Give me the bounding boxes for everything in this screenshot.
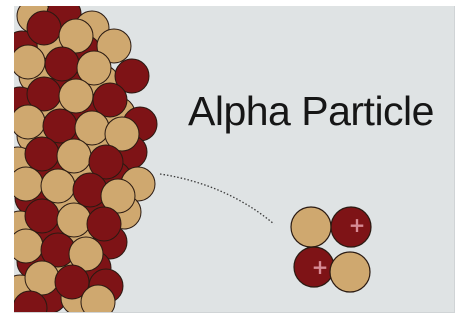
- neutron: [291, 207, 331, 247]
- plus-sign: +: [349, 213, 366, 237]
- neutron: [41, 169, 75, 203]
- neutron: [14, 167, 43, 201]
- proton: [87, 207, 121, 241]
- neutron: [57, 203, 91, 237]
- proton: [25, 137, 59, 171]
- neutron: [14, 45, 45, 79]
- alpha-particle-diagram: + +: [14, 6, 454, 312]
- alpha-particle: + +: [291, 207, 371, 292]
- neutron: [14, 105, 45, 139]
- neutron: [14, 229, 43, 263]
- trajectory-path: [160, 174, 274, 224]
- proton: [27, 11, 61, 45]
- diagram-title: Alpha Particle: [188, 88, 434, 134]
- neutron: [57, 139, 91, 173]
- neutron: [330, 252, 370, 292]
- plus-sign: +: [312, 255, 329, 279]
- diagram-canvas: + + Alpha Particle: [14, 6, 455, 313]
- proton: [25, 199, 59, 233]
- large-nucleus: [14, 6, 157, 312]
- proton: [45, 47, 79, 81]
- neutron: [25, 261, 59, 295]
- neutron: [59, 79, 93, 113]
